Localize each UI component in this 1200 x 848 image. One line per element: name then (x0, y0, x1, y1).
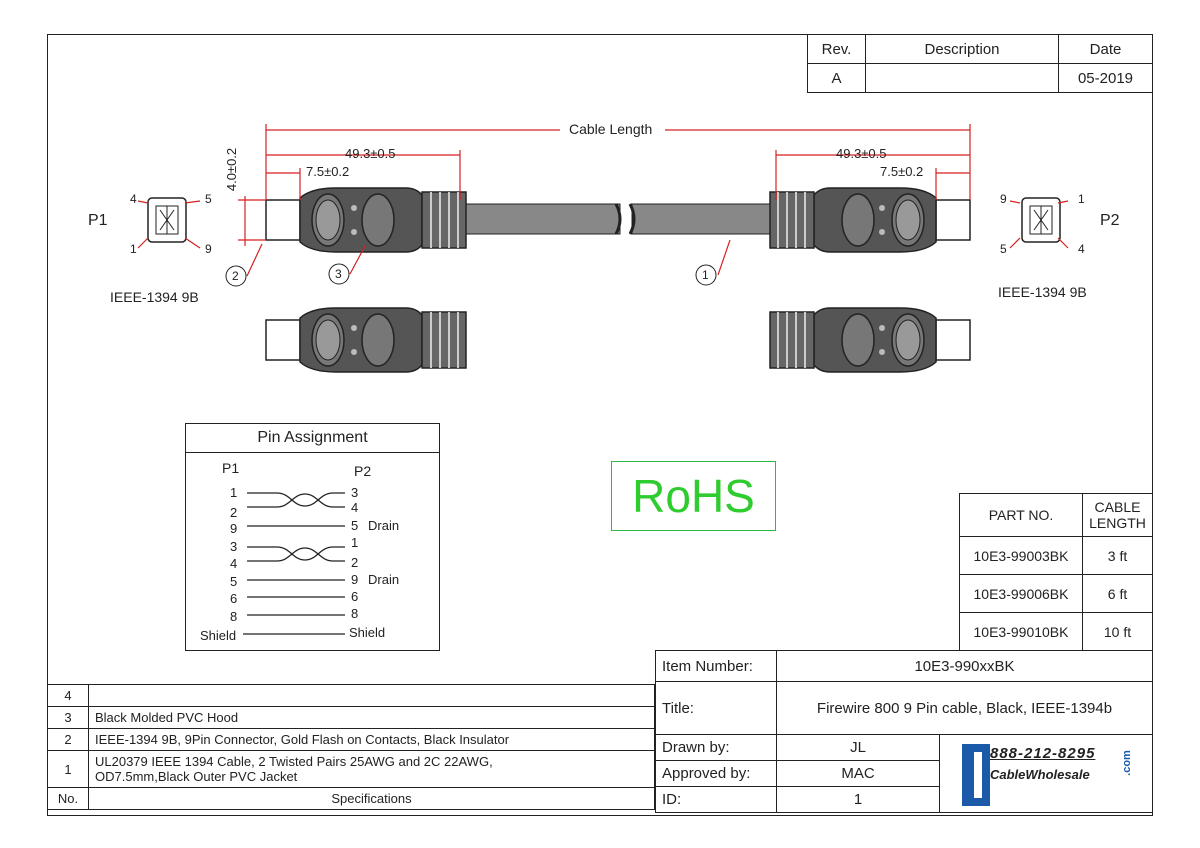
part-no-cell: 10E3-99003BK (959, 536, 1083, 575)
drawn-by-label: Drawn by: (655, 734, 777, 761)
id-value: 1 (776, 786, 940, 813)
pin-row-p2: Shield (349, 625, 386, 640)
id-label: ID: (655, 786, 777, 813)
title-value: Firewire 800 9 Pin cable, Black, IEEE-13… (776, 681, 1153, 735)
logo-cell: 888-212-8295 CableWholesale .com (939, 734, 1153, 813)
revision-table: Rev. Description Date A 05-2019 (807, 34, 1153, 93)
callout-3: 3 (335, 267, 342, 281)
date-header: Date (1058, 34, 1153, 64)
cablewholesale-logo-icon (962, 743, 990, 806)
part-no-cell: 10E3-99006BK (959, 574, 1083, 613)
approved-by-value: MAC (776, 760, 940, 787)
p2-pin-9: 9 (1000, 192, 1007, 206)
spec-text-multiline: UL20379 IEEE 1394 Cable, 2 Twisted Pairs… (88, 750, 655, 788)
spec-no: 1 (47, 750, 89, 788)
pin-row-p1: 2 (230, 505, 238, 520)
spec-footer-no: No. (47, 787, 89, 810)
spec-text: Black Molded PVC Hood (88, 706, 655, 729)
pin-row-p2: 2 (351, 555, 359, 570)
pin-row-p2: 9 (351, 572, 359, 587)
item-number-label: Item Number: (655, 650, 777, 682)
p2-label: P2 (1100, 212, 1120, 229)
p1-label: P1 (88, 212, 108, 229)
dim-tip-right: 7.5±0.2 (880, 164, 924, 179)
item-number-value: 10E3-990xxBK (776, 650, 1153, 682)
description-header: Description (865, 34, 1059, 64)
pin-row-note: Drain (368, 572, 400, 587)
spec-no: 2 (47, 728, 89, 751)
pin-row-p1: 8 (230, 609, 238, 624)
part-no-cell: 10E3-99010BK (959, 612, 1083, 651)
cable-length-header: CABLE LENGTH (1082, 493, 1153, 537)
logo-name: CableWholesale (990, 767, 1090, 782)
p1-pin-9: 9 (205, 242, 212, 256)
length-cell: 6 ft (1082, 574, 1153, 613)
length-cell: 10 ft (1082, 612, 1153, 651)
pin-row-p2: 6 (351, 589, 359, 604)
specifications-table: 4 3 Black Molded PVC Hood 2 IEEE-1394 9B… (47, 684, 655, 810)
pin-row-p1: 1 (230, 485, 238, 500)
pin-p1-header: P1 (222, 460, 240, 476)
rohs-badge: RoHS (611, 461, 776, 531)
spec-no: 3 (47, 706, 89, 729)
dim-height: 4.0±0.2 (224, 147, 240, 192)
p2-pin-4: 4 (1078, 242, 1085, 256)
pin-row-p1: 3 (230, 539, 238, 554)
spec-text-continued: OD7.5mm,Black Outer PVC Jacket (95, 769, 298, 784)
p2-pin-5: 5 (1000, 242, 1007, 256)
length-cell: 3 ft (1082, 536, 1153, 575)
p2-pin-1: 1 (1078, 192, 1085, 206)
callout-1: 1 (702, 268, 709, 282)
pin-row-p2: 8 (351, 606, 359, 621)
pin-row-p1: Shield (200, 628, 237, 643)
p1-face-icon (147, 197, 187, 243)
p1-pin-4: 4 (130, 192, 137, 206)
p2-standard: IEEE-1394 9B (998, 284, 1087, 300)
p1-standard: IEEE-1394 9B (110, 289, 199, 305)
pin-assignment-box: Pin Assignment (185, 423, 440, 651)
p1-pin-5: 5 (205, 192, 212, 206)
pin-assignment-title: Pin Assignment (186, 424, 439, 453)
pin-row-p1: 9 (230, 521, 238, 536)
rev-value: A (807, 63, 866, 93)
pin-row-note: Drain (368, 518, 400, 533)
logo-phone: 888-212-8295 (990, 745, 1096, 762)
pin-row-p2: 5 (351, 518, 359, 533)
dim-overall-left: 49.3±0.5 (345, 146, 396, 161)
spec-text: IEEE-1394 9B, 9Pin Connector, Gold Flash… (88, 728, 655, 751)
pin-row-p2: 3 (351, 485, 359, 500)
callout-2: 2 (232, 269, 239, 283)
part-no-header: PART NO. (959, 493, 1083, 537)
pin-row-p2: 4 (351, 500, 359, 515)
pin-row-p1: 6 (230, 591, 238, 606)
spec-no: 4 (47, 684, 89, 707)
dim-overall-right: 49.3±0.5 (836, 146, 887, 161)
title-label: Title: (655, 681, 777, 735)
parts-table: PART NO. CABLE LENGTH 10E3-99003BK 3 ft … (959, 493, 1153, 651)
date-value: 05-2019 (1058, 63, 1153, 93)
dim-tip-left: 7.5±0.2 (306, 164, 350, 179)
logo-com: .com (1120, 750, 1133, 776)
spec-footer-label: Specifications (88, 787, 655, 810)
drawn-by-value: JL (776, 734, 940, 761)
approved-by-label: Approved by: (655, 760, 777, 787)
pin-row-p1: 4 (230, 556, 238, 571)
spec-text: UL20379 IEEE 1394 Cable, 2 Twisted Pairs… (95, 754, 493, 769)
drawing-frame (47, 34, 1153, 816)
p1-pin-1: 1 (130, 242, 137, 256)
pin-row-p1: 5 (230, 574, 238, 589)
pin-assignment-wiring (243, 492, 345, 635)
pin-p2-header: P2 (354, 463, 372, 479)
spec-text (88, 684, 655, 707)
pin-row-p2: 1 (351, 535, 359, 550)
info-table: Item Number: 10E3-990xxBK Title: Firewir… (655, 650, 1153, 813)
cable-drawing (137, 124, 1069, 373)
p2-face-icon (1021, 197, 1061, 243)
cable-length-label: Cable Length (565, 121, 657, 137)
